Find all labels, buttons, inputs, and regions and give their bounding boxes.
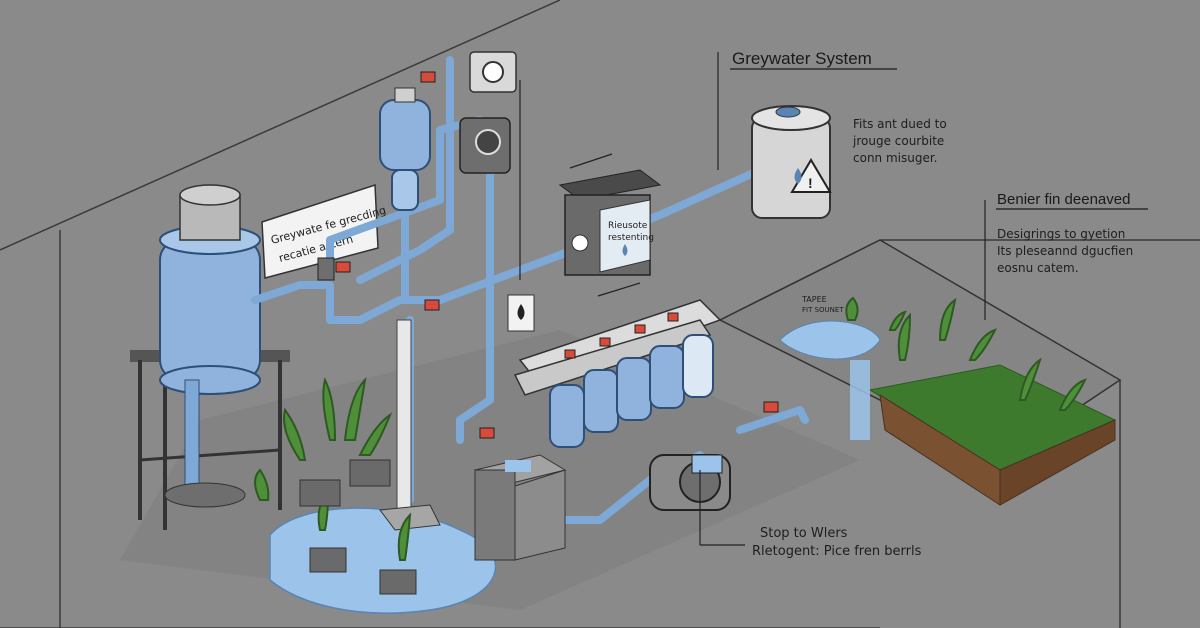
note-top-right-line-2: jrouge courbite xyxy=(852,134,944,148)
valve-icon xyxy=(317,71,779,439)
warning-icon xyxy=(790,158,832,193)
pump-icon xyxy=(649,454,731,511)
water-drop-icon xyxy=(794,168,802,184)
note-right-line-2: Its pleseannd dgucfien xyxy=(997,244,1133,258)
garden-label-line-1: TAPEE xyxy=(801,295,827,304)
caption-bottom-line-2: Rletogent: Pice fren berrls xyxy=(752,544,922,559)
caption-bottom-line-1: Stop to Wlers xyxy=(760,526,848,541)
meter-icon xyxy=(469,51,517,93)
pump-controller xyxy=(459,117,511,174)
filter-box: Rieusote restenting xyxy=(558,169,662,276)
heading-right: Benier fin deenaved xyxy=(997,191,1130,208)
downpipe xyxy=(396,319,412,511)
annotation-lines xyxy=(519,52,986,546)
water-pool xyxy=(269,507,497,614)
sump-tank xyxy=(473,454,567,561)
filter-bank xyxy=(513,299,722,448)
plant-icon xyxy=(254,296,1087,561)
svg-text:!: ! xyxy=(808,175,813,191)
garden-label-line-2: FIT SOUNET xyxy=(802,306,844,314)
filter-box-label-2: restenting xyxy=(608,233,654,243)
note-top-right-line-1: Fits ant dued to xyxy=(853,117,947,131)
drop-sign xyxy=(507,294,535,332)
water-drop-icon xyxy=(622,244,628,256)
storage-tank xyxy=(130,184,290,530)
diagram-title: Greywater System xyxy=(732,49,872,68)
note-top-right-line-3: conn misuger. xyxy=(853,151,938,165)
top-reservoir: ! xyxy=(751,105,832,219)
note-right-line-1: Desigrings to gyetion xyxy=(997,227,1125,241)
cartridge-filter-top xyxy=(379,87,431,211)
filter-box-label-1: Rieusote xyxy=(608,221,648,231)
planter-boxes xyxy=(299,459,417,595)
water-drop-icon xyxy=(517,304,525,320)
garden-bed xyxy=(718,239,1122,506)
note-right-line-3: eosnu catem. xyxy=(997,261,1079,275)
